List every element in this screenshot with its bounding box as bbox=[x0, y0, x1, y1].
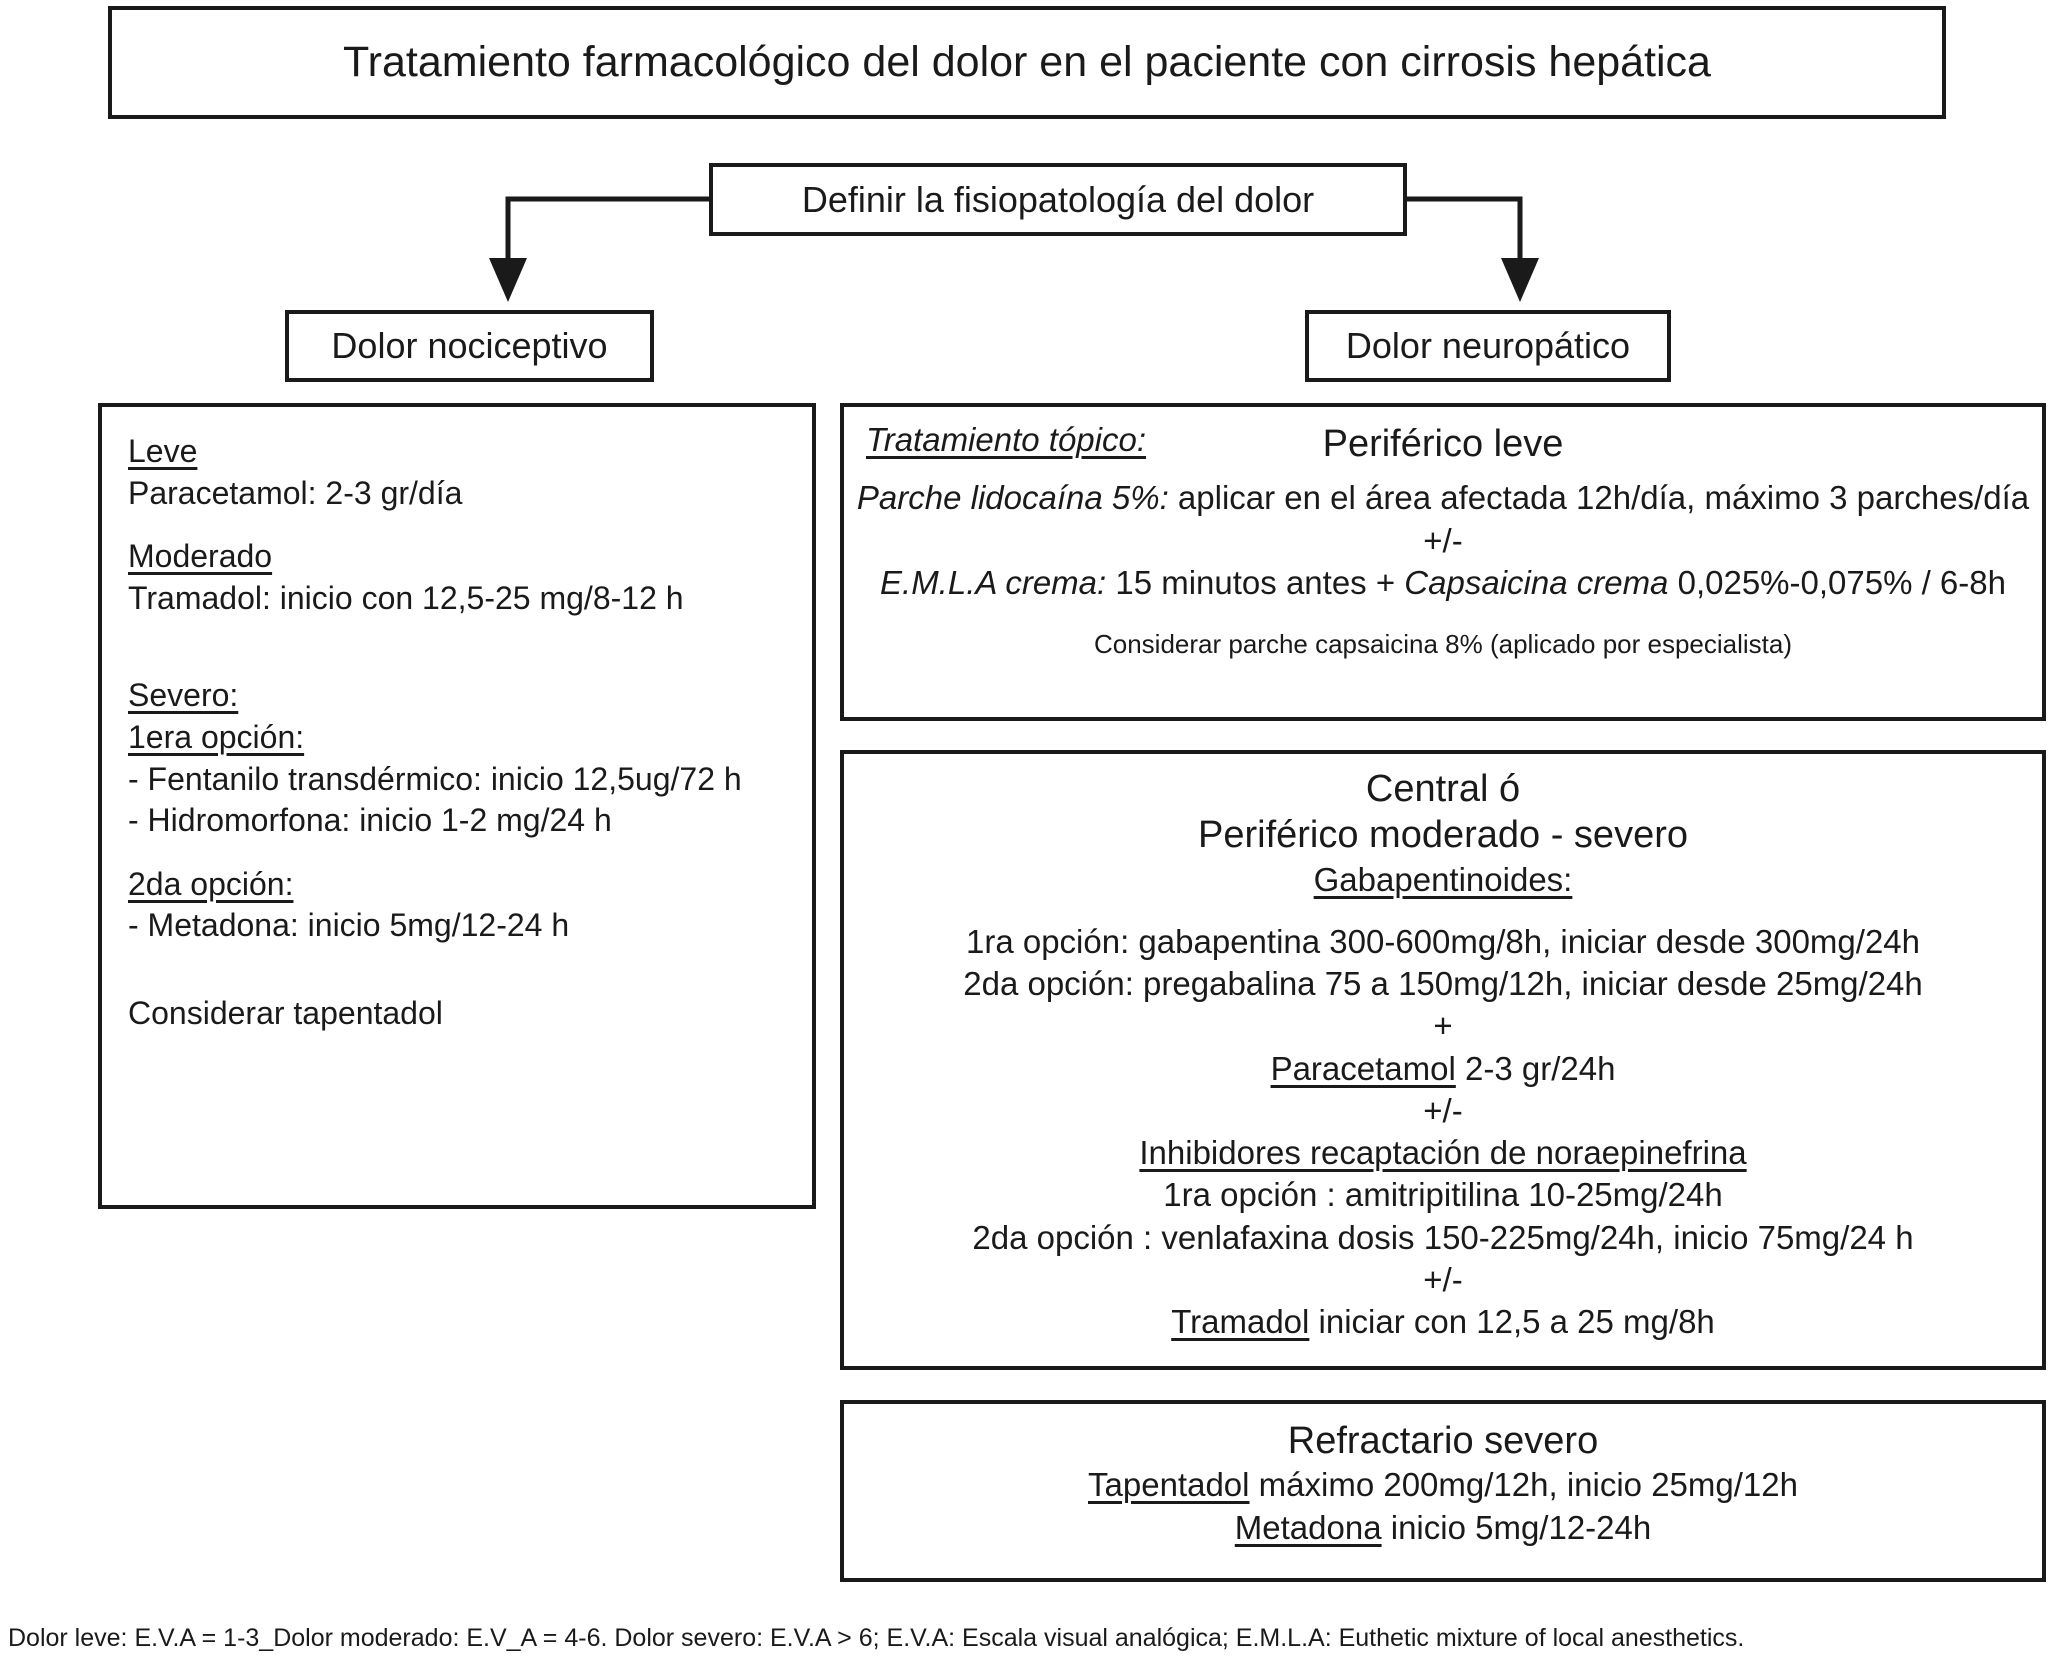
peripheral-mild-panel: Periférico leve Tratamiento tópico: Parc… bbox=[840, 403, 2046, 721]
nociceptive-treatment-panel: Leve Paracetamol: 2-3 gr/día Moderado Tr… bbox=[98, 403, 816, 1209]
plus-separator: + bbox=[1433, 1007, 1453, 1045]
chart-title-box: Tratamiento farmacológico del dolor en e… bbox=[108, 6, 1946, 119]
footnote-legend: Dolor leve: E.V.A = 1-3_Dolor moderado: … bbox=[8, 1624, 1745, 1652]
plus-minus-separator: +/- bbox=[1423, 521, 1463, 559]
snri-heading: Inhibidores recaptación de noraepinefrin… bbox=[1139, 1134, 1747, 1172]
tapentadol-line: Tapentadol máximo 200mg/12h, inicio 25mg… bbox=[1088, 1466, 1798, 1504]
severo-option1-item2: - Hidromorfona: inicio 1-2 mg/24 h bbox=[128, 802, 612, 839]
spacer bbox=[128, 842, 786, 864]
spacer bbox=[128, 619, 786, 675]
refractory-severe-panel: Refractario severo Tapentadol máximo 200… bbox=[840, 1400, 2046, 1582]
severo-option2-heading: 2da opción: bbox=[128, 865, 294, 902]
capsaicin-patch-note: Considerar parche capsaicina 8% (aplicad… bbox=[1093, 629, 1793, 660]
paracetamol-line: Paracetamol 2-3 gr/24h bbox=[1270, 1049, 1616, 1087]
topical-treatment-heading: Tratamiento tópico: bbox=[866, 421, 1147, 459]
considerar-tapentadol-line: Considerar tapentadol bbox=[128, 994, 443, 1031]
central-title-line2: Periférico moderado - severo bbox=[1198, 814, 1688, 857]
severo-option1-item1: - Fentanilo transdérmico: inicio 12,5ug/… bbox=[128, 760, 742, 797]
severity-heading-leve: Leve bbox=[128, 433, 198, 469]
severity-heading-moderado: Moderado bbox=[128, 538, 273, 575]
lidocaine-patch-line: Parche lidocaína 5%: aplicar en el área … bbox=[856, 479, 2030, 517]
leve-treatment-line: Paracetamol: 2-3 gr/día bbox=[128, 474, 463, 511]
page-title: Tratamiento farmacológico del dolor en e… bbox=[343, 38, 1711, 86]
metadona-line: Metadona inicio 5mg/12-24h bbox=[1234, 1508, 1652, 1546]
central-title-line1: Central ó bbox=[1365, 768, 1521, 810]
spacer bbox=[128, 514, 786, 536]
tramadol-line: Tramadol iniciar con 12,5 a 25 mg/8h bbox=[1171, 1303, 1715, 1341]
plus-minus-separator-1: +/- bbox=[1423, 1091, 1463, 1129]
neuropathic-pain-node: Dolor neuropático bbox=[1305, 310, 1671, 382]
snri-option1: 1ra opción : amitripitilina 10-25mg/24h bbox=[1163, 1176, 1723, 1214]
gabapentinoid-option1: 1ra opción: gabapentina 300-600mg/8h, in… bbox=[965, 922, 1921, 960]
peripheral-mild-title: Periférico leve bbox=[1322, 423, 1564, 465]
nociceptive-pain-node: Dolor nociceptivo bbox=[285, 310, 654, 382]
severo-option1-heading: 1era opción: bbox=[128, 718, 305, 755]
snri-option2: 2da opción : venlafaxina dosis 150-225mg… bbox=[972, 1218, 1914, 1256]
emla-capsaicin-line: E.M.L.A crema: 15 minutos antes + Capsai… bbox=[880, 563, 2006, 601]
plus-minus-separator-2: +/- bbox=[1423, 1260, 1463, 1298]
define-pathophysiology-node: Definir la fisiopatología del dolor bbox=[709, 163, 1407, 236]
gabapentinoids-heading: Gabapentinoides: bbox=[1313, 860, 1573, 898]
refractory-title: Refractario severo bbox=[1287, 1420, 1599, 1462]
severo-option2-item1: - Metadona: inicio 5mg/12-24 h bbox=[128, 907, 570, 944]
central-severe-panel: Central ó Periférico moderado - severo G… bbox=[840, 750, 2046, 1370]
spacer bbox=[128, 947, 786, 993]
gabapentinoid-option2: 2da opción: pregabalina 75 a 150mg/12h, … bbox=[963, 965, 1923, 1003]
neuropathic-pain-label: Dolor neuropático bbox=[1345, 325, 1631, 366]
moderado-treatment-line: Tramadol: inicio con 12,5-25 mg/8-12 h bbox=[128, 579, 684, 616]
severity-heading-severo: Severo: bbox=[128, 677, 239, 714]
define-pathophysiology-label: Definir la fisiopatología del dolor bbox=[801, 178, 1315, 220]
nociceptive-pain-label: Dolor nociceptivo bbox=[331, 325, 608, 366]
